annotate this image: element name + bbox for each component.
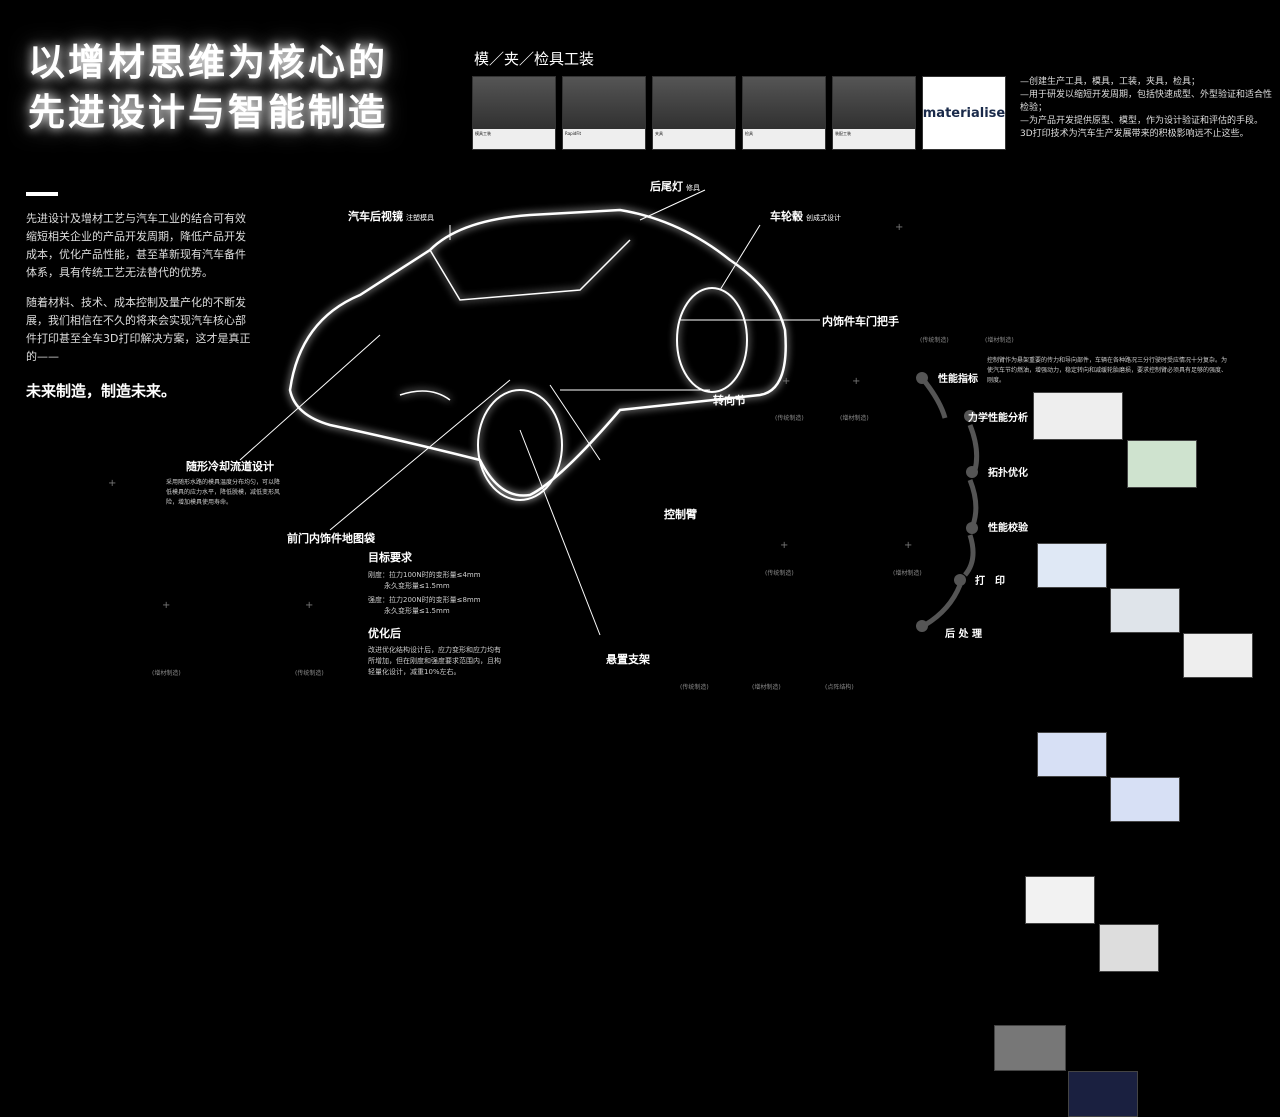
- post-image: [1068, 1071, 1138, 1117]
- plus-mark: +: [904, 540, 913, 551]
- topology-image: [1110, 588, 1180, 633]
- step-3: 拓扑优化: [988, 468, 1028, 479]
- tag: (点阵结构): [825, 684, 854, 691]
- process-path: [916, 372, 980, 632]
- topology-image: [1183, 633, 1253, 678]
- thumb-image: 模具工装: [472, 76, 556, 150]
- thumb-image: 检具: [742, 76, 826, 150]
- plus-mark: +: [305, 600, 314, 611]
- tag: (传统制造): [295, 670, 324, 677]
- tag: (增材制造): [985, 337, 1014, 344]
- divider: [26, 192, 58, 196]
- tooling-gallery: 模具工装 RapidFit 夹具 检具 装配工装 materialise: [472, 76, 1006, 150]
- tooling-title: 模／夹／检具工装: [474, 50, 595, 68]
- print-image: [1025, 876, 1095, 924]
- plus-mark: +: [108, 478, 117, 489]
- callout-suspension: 悬置支架: [606, 653, 650, 666]
- cooling-desc: 采用随形水路的模具温度分布均匀，可以降低模具的应力水平，降低脱模，减低变形风险，…: [166, 479, 281, 506]
- thumb-image: 装配工装: [832, 76, 916, 150]
- car-illustration: [239, 189, 820, 636]
- step-2: 力学性能分析: [968, 413, 1028, 424]
- targets-block: 目标要求 刚度：拉力100N时的变形量≤4mm 永久变形量≤1.5mm 强度：拉…: [368, 551, 501, 676]
- analysis-image: [1127, 440, 1197, 488]
- validation-image: [1037, 732, 1107, 777]
- step-6: 后 处 理: [945, 629, 982, 640]
- tag: (传统制造): [680, 684, 709, 691]
- callout-arm: 控制臂: [664, 508, 697, 521]
- tag: (增材制造): [893, 570, 922, 577]
- print-image: [1099, 924, 1159, 972]
- callout-taillight: 后尾灯修具: [650, 180, 700, 193]
- tag: (增材制造): [752, 684, 781, 691]
- analysis-table: [1033, 392, 1123, 440]
- topology-image: [1037, 543, 1107, 588]
- tag: (传统制造): [920, 337, 949, 344]
- process-desc: 控制臂作为悬架重要的传力和导向部件，车辆在各种路况三分行驶时受应情况十分复杂。为…: [987, 357, 1228, 384]
- callout-cooling: 随形冷却流道设计: [186, 460, 274, 473]
- step-4: 性能校验: [988, 523, 1028, 534]
- page-title: 以增材思维为核心的先进设计与智能制造: [28, 41, 388, 134]
- tag: (增材制造): [152, 670, 181, 677]
- callout-wheel: 车轮毂创成式设计: [770, 210, 841, 223]
- materialise-logo: materialise: [922, 76, 1006, 150]
- post-image: [994, 1025, 1066, 1071]
- plus-mark: +: [162, 600, 171, 611]
- validation-image: [1110, 777, 1180, 822]
- thumb-image: 夹具: [652, 76, 736, 150]
- plus-mark: +: [895, 222, 904, 233]
- plus-mark: +: [780, 540, 789, 551]
- tag: (传统制造): [765, 570, 794, 577]
- tooling-description: —创建生产工具，模具，工装，夹具，检具；—用于研发以缩短开发周期，包括快速成型、…: [1020, 77, 1273, 139]
- step-5: 打 印: [975, 576, 1005, 587]
- callout-handle: 内饰件车门把手: [822, 315, 899, 328]
- tag: (增材制造): [840, 415, 869, 422]
- plus-mark: +: [852, 376, 861, 387]
- tag: (传统制造): [775, 415, 804, 422]
- step-1: 性能指标: [938, 374, 978, 385]
- thumb-image: RapidFit: [562, 76, 646, 150]
- slogan: 未来制造，制造未来。: [26, 382, 177, 400]
- callout-mirror: 汽车后视镜注塑模具: [348, 210, 434, 223]
- intro-text: 先进设计及增材工艺与汽车工业的结合可有效缩短相关企业的产品开发周期，降低产品开发…: [26, 212, 251, 363]
- callout-knuckle: 转向节: [713, 394, 746, 407]
- plus-mark: +: [782, 376, 791, 387]
- callout-door: 前门内饰件地图袋: [287, 532, 375, 545]
